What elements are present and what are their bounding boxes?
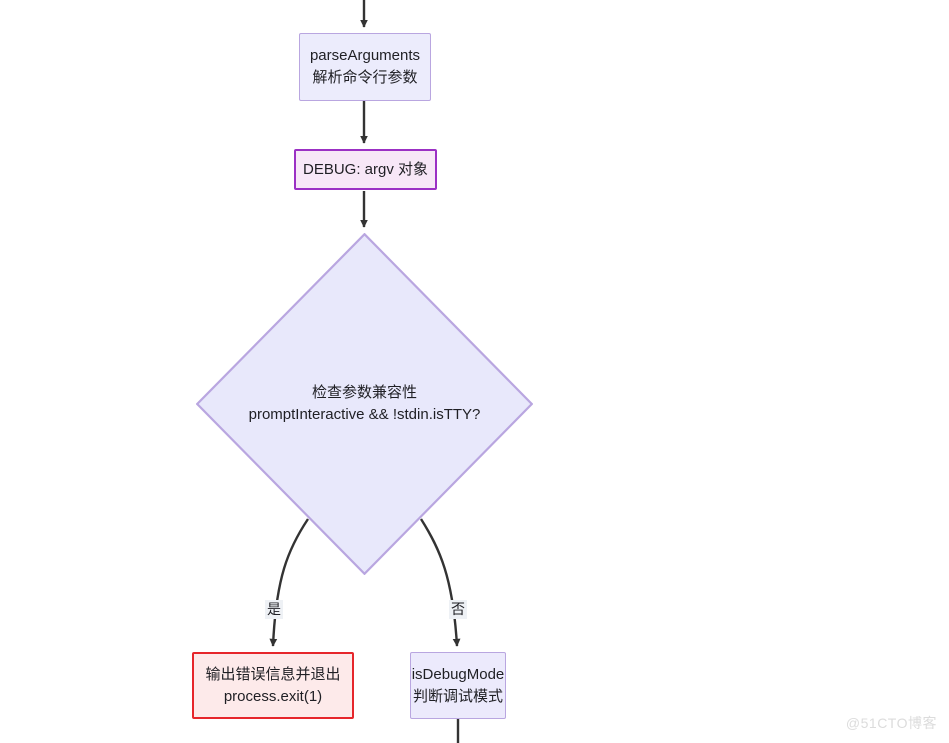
node-check-compat-line-2: promptInteractive && !stdin.isTTY? [248, 406, 481, 423]
node-error-exit[interactable]: 输出错误信息并退出 process.exit(1) [192, 652, 354, 719]
node-check-compatibility-decision[interactable]: 检查参数兼容性 promptInteractive && !stdin.isTT… [196, 233, 533, 575]
node-error-exit-line-1: 输出错误信息并退出 [205, 665, 341, 683]
node-is-debug-mode[interactable]: isDebugMode 判断调试模式 [410, 652, 506, 719]
diamond-shape [196, 233, 533, 575]
node-is-debug-mode-line-1: isDebugMode [411, 665, 505, 683]
node-error-exit-line-2: process.exit(1) [223, 687, 323, 705]
node-debug-argv-label: DEBUG: argv 对象 [302, 160, 429, 178]
node-parse-arguments-line-1: parseArguments [309, 47, 421, 65]
diamond-text: 检查参数兼容性 promptInteractive && !stdin.isTT… [249, 382, 481, 426]
edge-label-yes: 是 [265, 600, 283, 619]
node-is-debug-mode-line-2: 判断调试模式 [412, 687, 503, 705]
node-parse-arguments-line-2: 解析命令行参数 [312, 69, 418, 86]
edge-label-no: 否 [449, 600, 467, 619]
watermark: @51CTO博客 [845, 715, 937, 731]
node-check-compat-line-1: 检查参数兼容性 [311, 384, 417, 402]
node-debug-argv[interactable]: DEBUG: argv 对象 [294, 149, 437, 190]
node-parse-arguments[interactable]: parseArguments 解析命令行参数 [299, 33, 431, 101]
